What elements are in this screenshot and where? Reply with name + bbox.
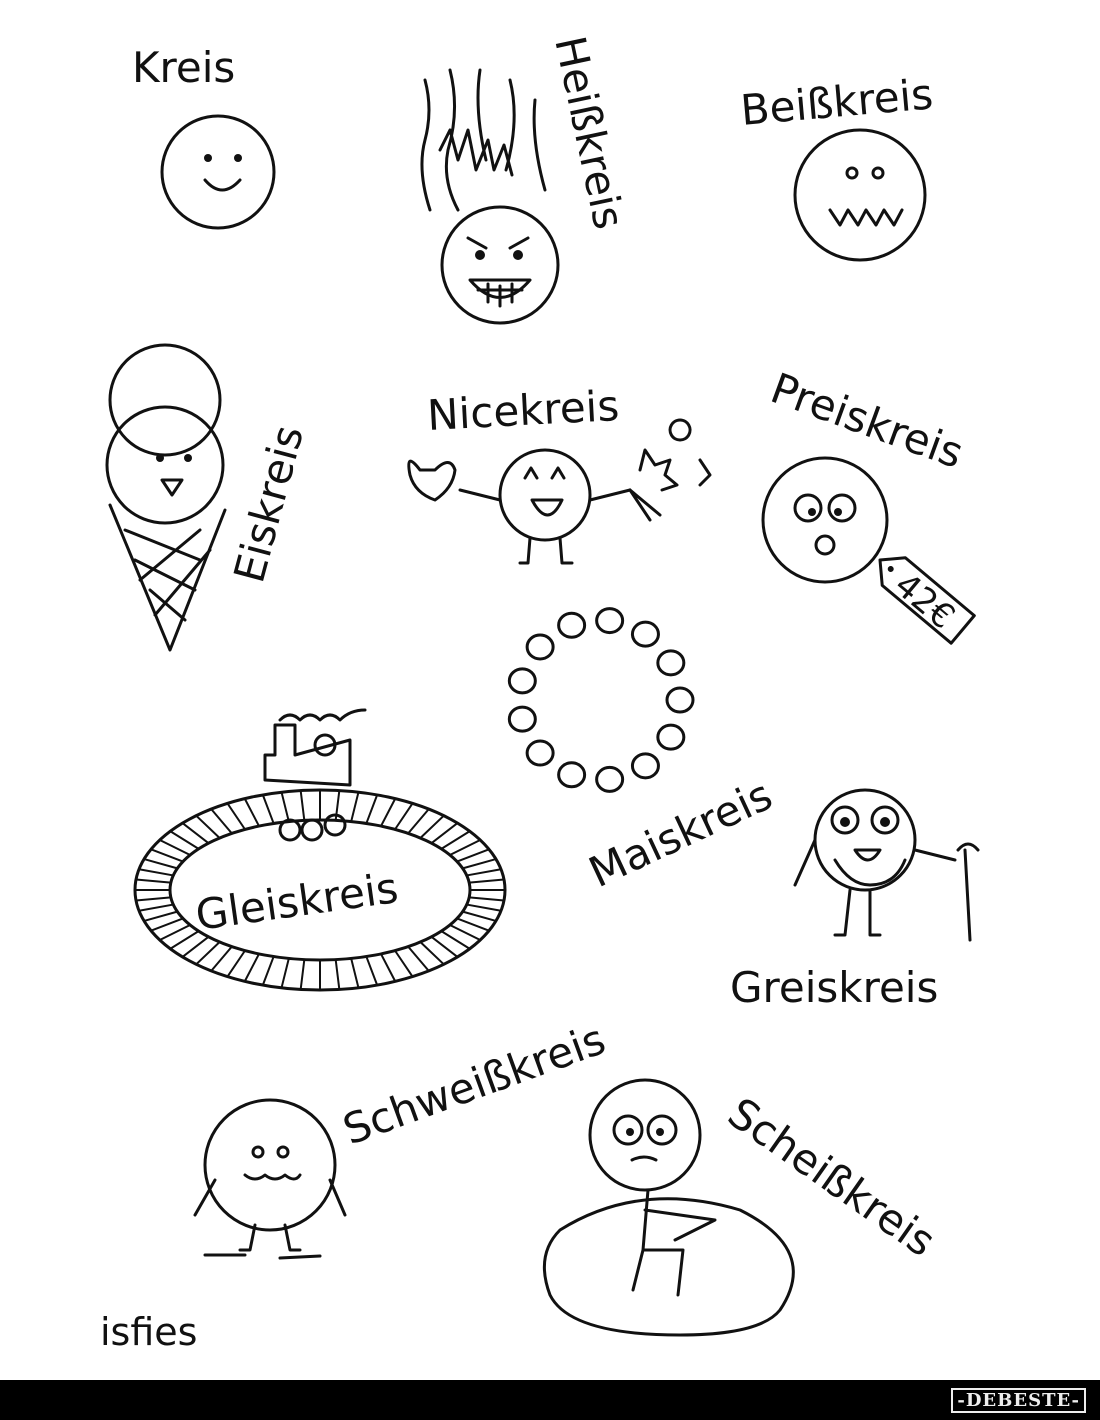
rail-tie xyxy=(243,952,260,983)
rail-tie xyxy=(143,858,179,870)
preiskreis-drawing: Preiskreis 42€ xyxy=(761,363,976,645)
signature: isfies xyxy=(100,1310,197,1354)
corn-kernel xyxy=(665,686,695,714)
rail-tie xyxy=(195,814,221,839)
rail-tie xyxy=(135,896,172,902)
rail-tie xyxy=(365,955,379,987)
corn-kernel xyxy=(507,705,537,733)
rail-tie xyxy=(169,830,200,850)
rail-tie xyxy=(261,955,275,987)
debeste-logo: -DEBESTE- xyxy=(951,1388,1086,1413)
rail-tie xyxy=(280,791,290,823)
rail-tie xyxy=(465,903,502,912)
beisskreis-drawing: Beißkreis xyxy=(739,69,935,262)
rail-tie xyxy=(465,868,502,877)
rail-tie xyxy=(334,958,341,991)
greiskreis-drawing: Greiskreis xyxy=(730,788,980,1012)
corn-kernel xyxy=(557,611,587,639)
schweisskreis-drawing: Schweißkreis xyxy=(193,1014,612,1260)
rail-tie xyxy=(468,878,505,884)
rail-tie xyxy=(149,917,184,932)
rail-tie xyxy=(280,957,290,989)
rail-tie xyxy=(440,930,471,950)
corn-kernel xyxy=(557,761,587,789)
rail-tie xyxy=(461,910,497,922)
corn-kernel xyxy=(525,739,555,767)
kreis-drawing: Kreis xyxy=(132,43,276,230)
corn-kernel xyxy=(630,620,660,648)
rail-tie xyxy=(461,858,497,870)
corn-kernel xyxy=(630,752,660,780)
corn-kernel xyxy=(507,667,537,695)
corn-kernel xyxy=(656,723,686,751)
rail-tie xyxy=(169,930,200,950)
rail-tie xyxy=(407,808,430,835)
footer-bar: -DEBESTE- xyxy=(0,1380,1100,1420)
gleiskreis-drawing: Gleiskreis xyxy=(133,708,507,992)
price-tag-label: 42€ xyxy=(887,565,962,637)
label-nicekreis: Nicekreis xyxy=(426,381,620,440)
rail-tie xyxy=(468,896,505,902)
rail-tie xyxy=(181,935,210,958)
rail-tie xyxy=(138,868,175,877)
label-schweisskreis: Schweißkreis xyxy=(337,1014,612,1154)
rail-tie xyxy=(210,945,233,972)
maiskreis-drawing: Maiskreis xyxy=(507,607,780,897)
rail-tie xyxy=(365,793,379,825)
eiskreis-drawing: Eiskreis xyxy=(105,343,313,652)
heisskreis-drawing: Heißkreis xyxy=(420,32,634,325)
rail-tie xyxy=(430,935,459,958)
label-maiskreis: Maiskreis xyxy=(582,770,780,897)
rail-tie xyxy=(261,793,275,825)
rail-tie xyxy=(440,830,471,850)
label-heisskreis: Heißkreis xyxy=(545,32,634,234)
rail-tie xyxy=(448,839,482,856)
rail-tie xyxy=(181,822,210,845)
rail-tie xyxy=(143,910,179,922)
rail-tie xyxy=(195,941,221,966)
rail-tie xyxy=(407,945,430,972)
rail-tie xyxy=(419,941,445,966)
rail-tie xyxy=(380,952,397,983)
rail-tie xyxy=(226,949,246,978)
corn-kernel xyxy=(656,649,686,677)
rail-tie xyxy=(138,903,175,912)
rail-tie xyxy=(226,802,246,831)
rail-tie xyxy=(135,878,172,884)
corn-kernel xyxy=(595,765,625,793)
label-beisskreis: Beißkreis xyxy=(739,69,935,135)
rail-tie xyxy=(149,848,184,863)
rail-tie xyxy=(394,802,414,831)
label-greiskreis: Greiskreis xyxy=(730,963,938,1012)
drawing-canvas: Kreis Heißkreis Beißkreis Eiskreis Nicek… xyxy=(100,32,980,1354)
label-preiskreis: Preiskreis xyxy=(765,363,970,478)
rail-tie xyxy=(210,808,233,835)
rail-tie xyxy=(158,839,192,856)
rail-tie xyxy=(299,958,306,991)
nicekreis-drawing: Nicekreis xyxy=(407,381,712,565)
label-gleiskreis: Gleiskreis xyxy=(193,863,402,940)
rail-tie xyxy=(448,924,482,941)
label-scheisskreis: Scheißkreis xyxy=(719,1088,944,1266)
rail-tie xyxy=(456,848,491,863)
rail-tie xyxy=(243,797,260,828)
rail-tie xyxy=(456,917,491,932)
rail-tie xyxy=(299,789,306,822)
rail-tie xyxy=(380,797,397,828)
rail-tie xyxy=(394,949,414,978)
rail-tie xyxy=(158,924,192,941)
rail-tie xyxy=(350,957,360,989)
rail-tie xyxy=(430,822,459,845)
corn-kernel xyxy=(595,607,625,635)
rail-tie xyxy=(350,791,360,823)
corn-kernel xyxy=(525,633,555,661)
label-eiskreis: Eiskreis xyxy=(224,420,313,587)
rail-tie xyxy=(419,814,445,839)
label-kreis: Kreis xyxy=(132,43,235,92)
scheisskreis-drawing: Scheißkreis xyxy=(542,1078,944,1337)
